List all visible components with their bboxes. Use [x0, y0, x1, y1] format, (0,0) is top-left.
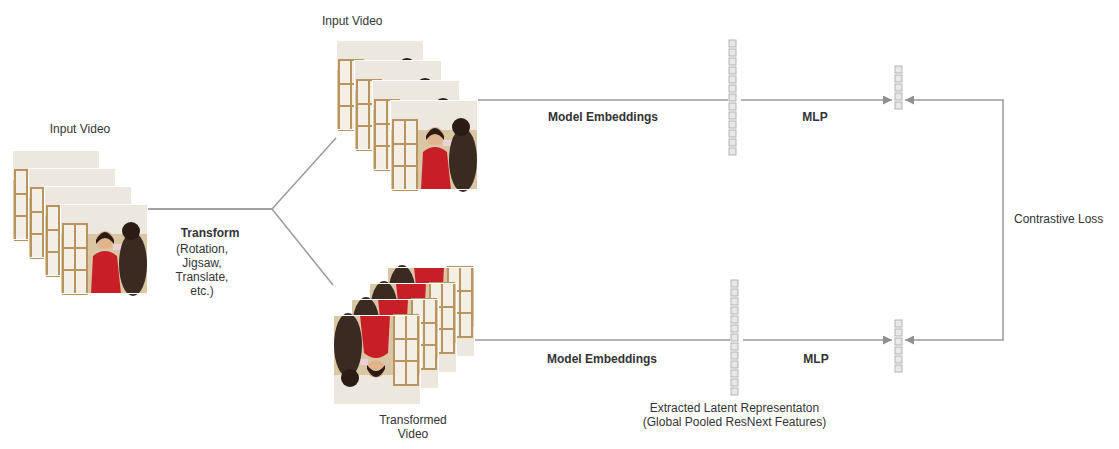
embedding-vector	[728, 39, 737, 156]
projection-vector	[894, 319, 903, 373]
projection-vector	[894, 65, 903, 110]
connector-line	[478, 99, 728, 101]
edge-label: Contrastive Loss	[1014, 212, 1103, 226]
edge-label: MLP	[802, 110, 827, 124]
edge-label: MLP	[803, 352, 828, 366]
connector-arrow	[741, 99, 892, 101]
annotation: (Rotation, Jigsaw, Translate, etc.)	[170, 242, 234, 298]
edge-label: Model Embeddings	[547, 352, 657, 366]
edge-label: Model Embeddings	[548, 110, 658, 124]
video-clip-stack: Input Video	[12, 150, 148, 294]
connector-arrow	[905, 100, 1003, 340]
node-label: Input Video	[12, 122, 148, 136]
connector-line	[475, 339, 730, 341]
node-label: Transformed Video	[373, 413, 453, 441]
embedding-vector: Extracted Latent Representaton (Global P…	[730, 279, 739, 396]
connector-arrow	[743, 339, 892, 341]
video-clip-stack: Transformed Video	[333, 267, 475, 405]
connector-line	[148, 138, 336, 209]
node-label: Input Video	[322, 14, 422, 28]
edge-label: Transform	[181, 226, 240, 240]
node-label: Extracted Latent Representaton (Global P…	[630, 401, 839, 429]
video-clip-stack: Input Video	[336, 40, 478, 190]
